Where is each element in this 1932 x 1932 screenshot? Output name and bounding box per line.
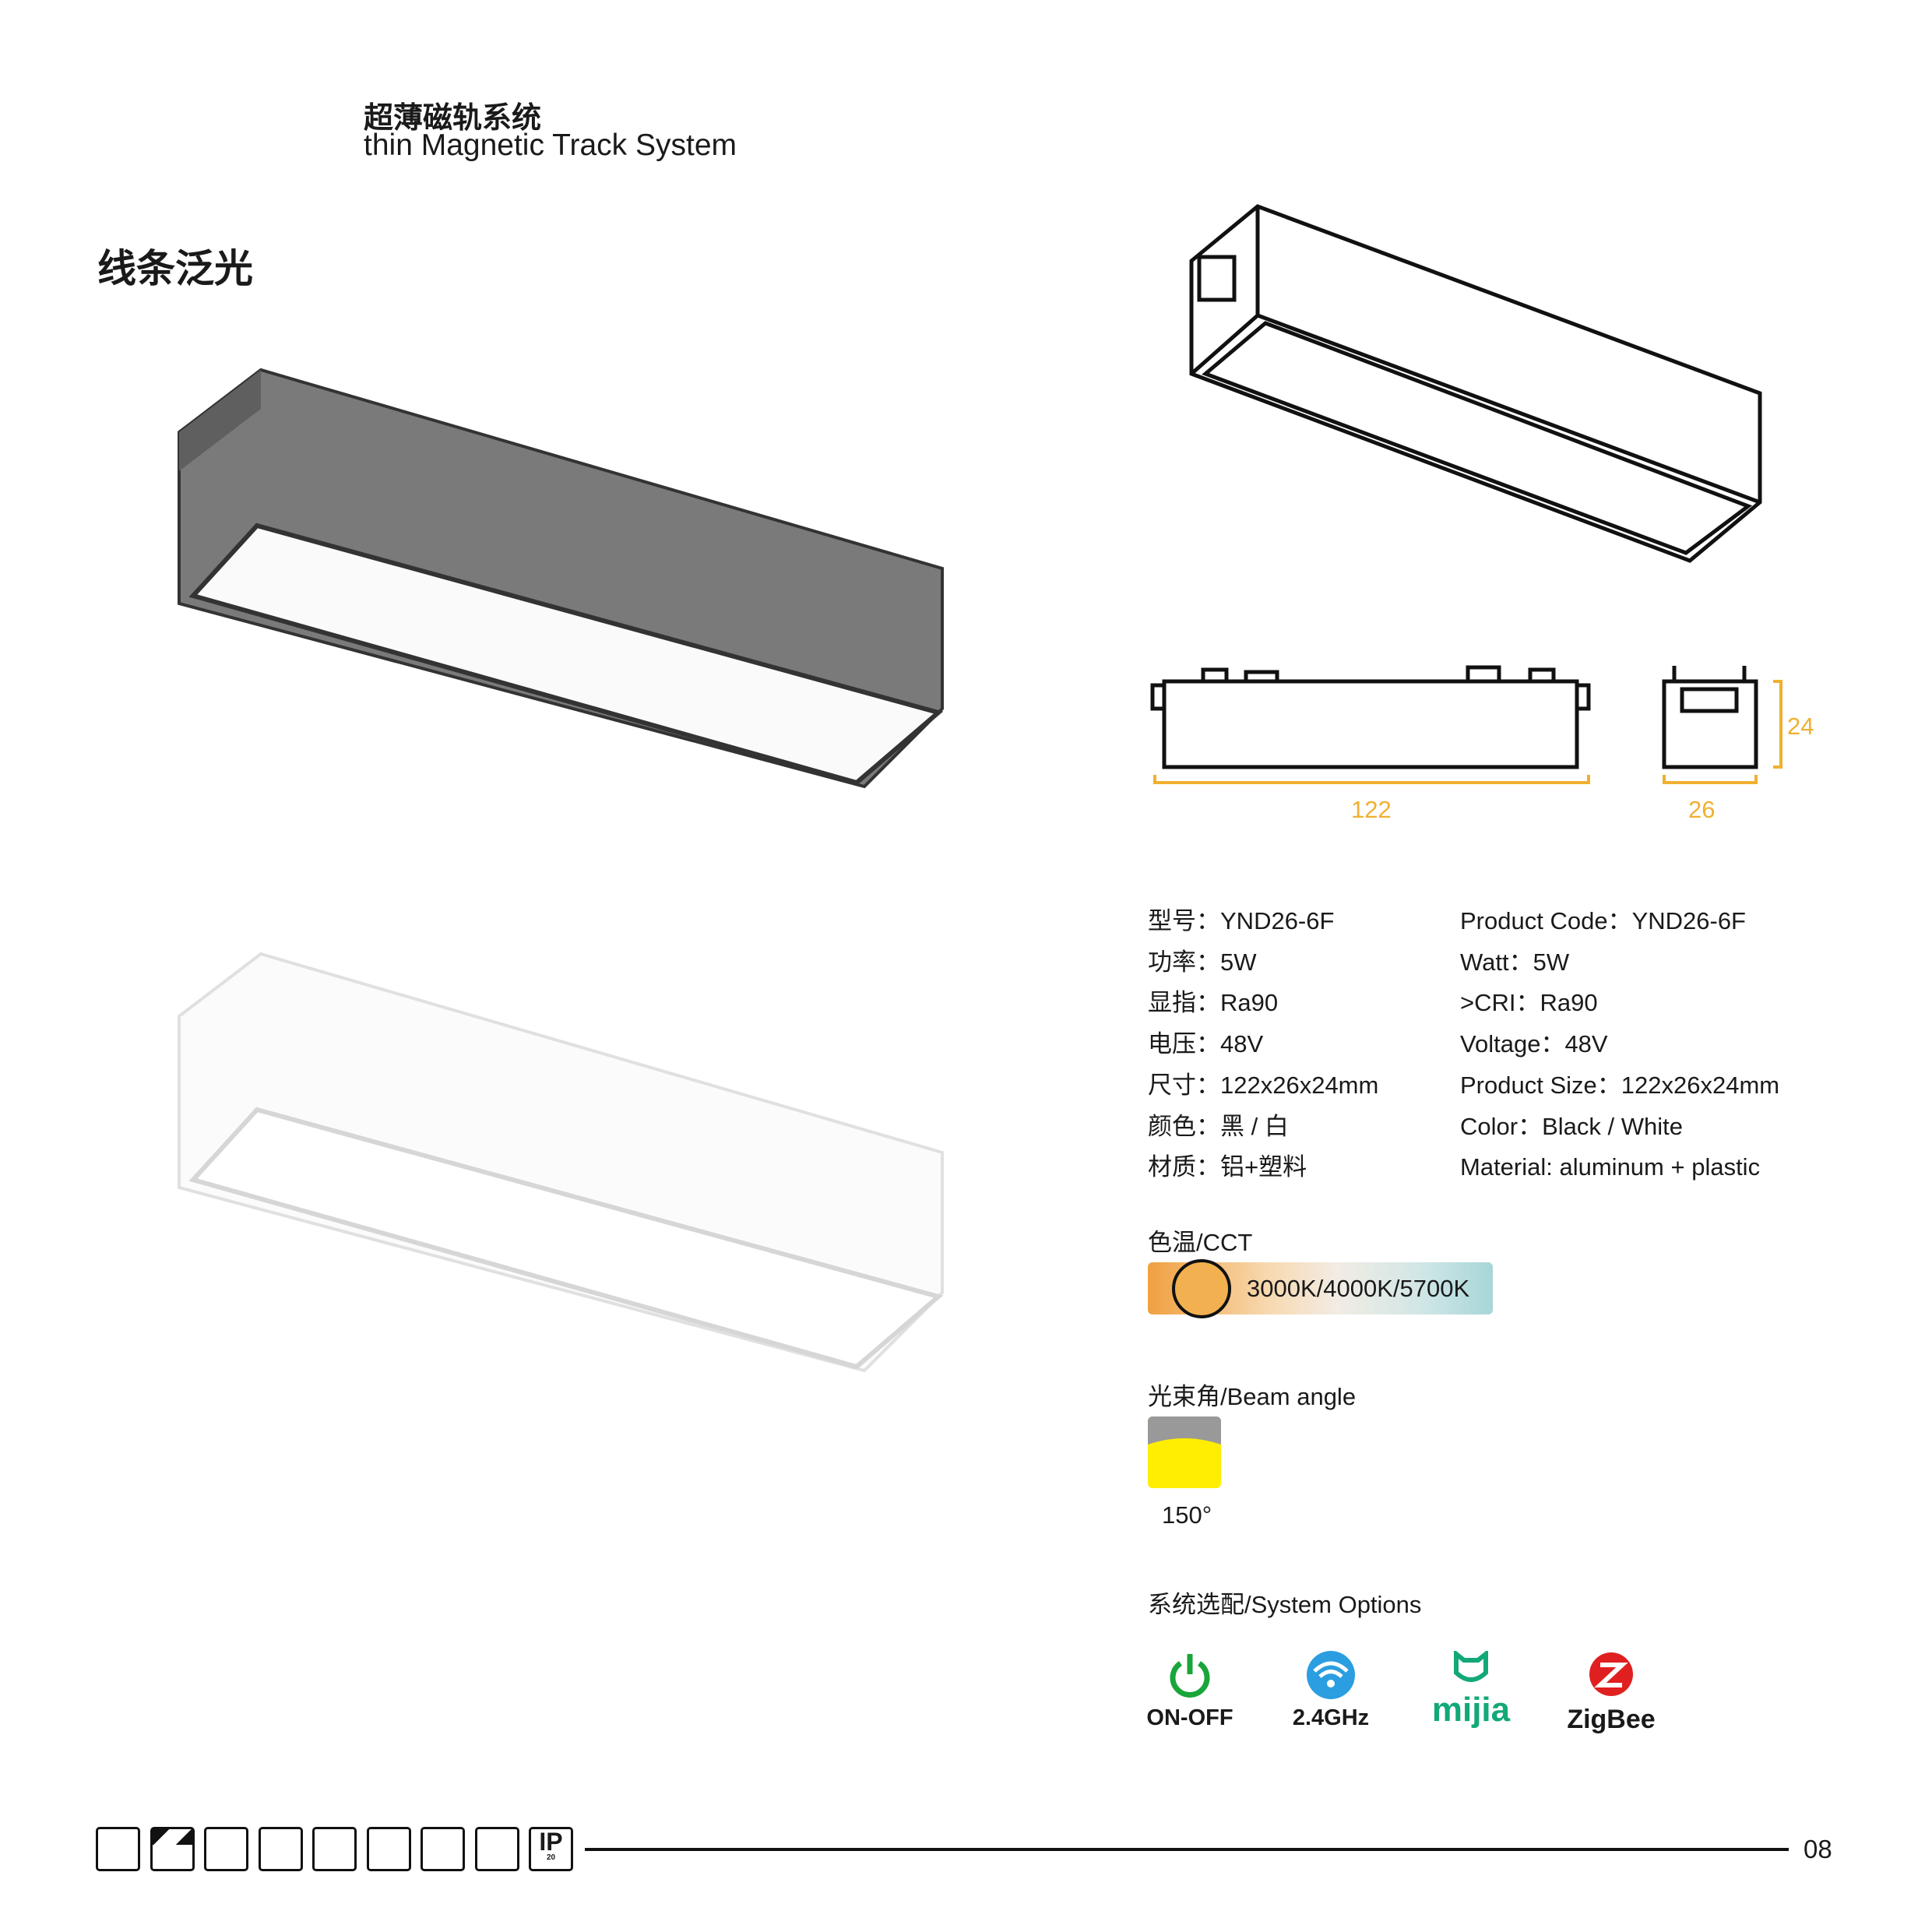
spec-row: Product Size：122x26x24mm: [1460, 1071, 1780, 1099]
spec-row: 型号：YND26-6F: [1148, 907, 1335, 934]
cct-bar: 3000K/4000K/5700K: [1148, 1259, 1493, 1318]
beam-angle-icon: [1148, 1416, 1221, 1488]
page-number: 08: [1804, 1835, 1832, 1863]
power-icon: [1170, 1654, 1210, 1698]
spec-row: Material: aluminum + plastic: [1460, 1153, 1761, 1181]
specs-en: Product Code：YND26-6F Watt：5W >CRI：Ra90 …: [1460, 901, 1779, 1188]
option-mijia: mijia: [1401, 1649, 1541, 1727]
spec-row: 颜色：黑 / 白: [1148, 1112, 1289, 1140]
no-halogen-icon: [204, 1827, 248, 1871]
lamp-line-drawing: [1189, 204, 1762, 563]
side-view-drawing: [1150, 665, 1591, 784]
dimension-width: 26: [1688, 796, 1716, 823]
end-view-drawing: [1662, 666, 1782, 784]
header-title-en: thin Magnetic Track System: [364, 128, 737, 162]
section-title: 线条泛光: [97, 247, 253, 290]
cct-label: 色温/CCT: [1148, 1229, 1253, 1256]
eye-care-icon: [421, 1827, 465, 1871]
zigbee-icon: [1589, 1652, 1633, 1696]
wifi-icon: [1307, 1651, 1355, 1699]
spec-row: 材质：铝+塑料: [1148, 1153, 1307, 1181]
black-lamp-image: [178, 368, 944, 789]
spec-row: Color：Black / White: [1460, 1112, 1683, 1140]
spec-row: 电压：48V: [1148, 1030, 1264, 1058]
spec-row: Watt：5W: [1460, 948, 1570, 976]
spec-row: Product Code：YND26-6F: [1460, 907, 1746, 934]
eco-plug-icon: [259, 1827, 303, 1871]
cct-value: 3000K/4000K/5700K: [1247, 1275, 1470, 1302]
spec-row: 功率：5W: [1148, 948, 1257, 976]
dimension-length: 122: [1351, 796, 1392, 823]
spec-row: 显指：Ra90: [1148, 989, 1279, 1017]
cct-circle-icon: [1172, 1259, 1231, 1318]
option-zigbee: ZigBee: [1541, 1651, 1681, 1735]
option-on-off: ON-OFF: [1120, 1651, 1260, 1731]
system-label: 系统选配/System Options: [1148, 1591, 1422, 1618]
footer-divider: [585, 1848, 1789, 1851]
ceiling-icon: [150, 1827, 195, 1871]
indoor-icon: [96, 1827, 140, 1871]
no-uv-icon: [312, 1827, 357, 1871]
mijia-icon: [1454, 1649, 1488, 1682]
option-2-4ghz: 2.4GHz: [1261, 1651, 1401, 1731]
header-title-cn: 超薄磁轨系统: [364, 102, 542, 135]
white-lamp-image: [178, 952, 944, 1373]
beam-pattern-icon: [367, 1827, 411, 1871]
spec-row: 尺寸：122x26x24mm: [1148, 1071, 1379, 1099]
beam-label: 光束角/Beam angle: [1148, 1383, 1357, 1410]
spec-row: >CRI：Ra90: [1460, 989, 1598, 1017]
dimension-height: 24: [1787, 713, 1814, 740]
tree-icon: [475, 1827, 519, 1871]
spec-row: Voltage：48V: [1460, 1030, 1608, 1058]
specs-cn: 型号：YND26-6F 功率：5W 显指：Ra90 电压：48V 尺寸：122x…: [1148, 901, 1378, 1188]
beam-value: 150°: [1162, 1501, 1212, 1529]
